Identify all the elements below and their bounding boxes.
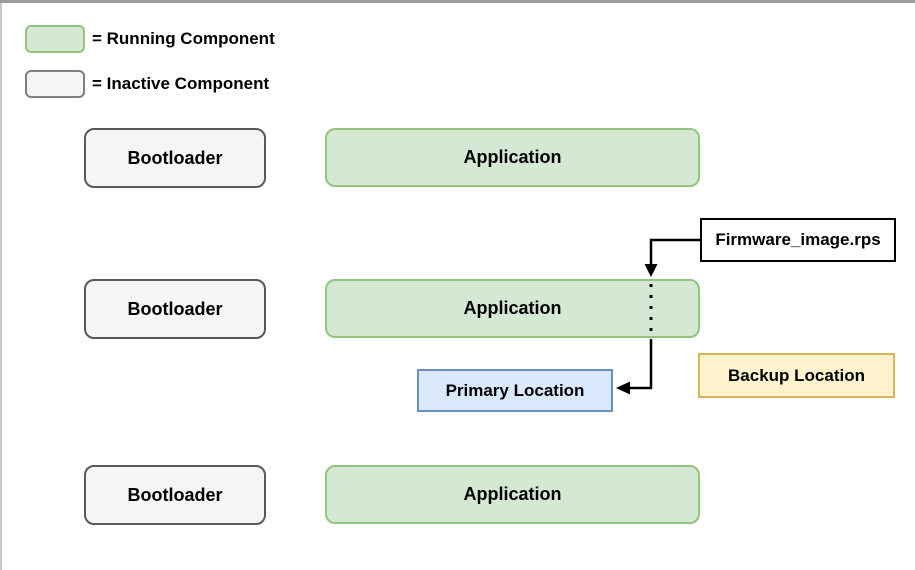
legend-inactive-label: = Inactive Component bbox=[92, 74, 270, 93]
application-box-row3: Application bbox=[325, 465, 700, 524]
application-to-primary-connector bbox=[629, 339, 653, 390]
bootloader-box-row3: Bootloader bbox=[84, 465, 266, 525]
legend-running-label: = Running Component bbox=[92, 29, 275, 48]
application-box-row1: Application bbox=[325, 128, 700, 187]
bootloader-box-row2: Bootloader bbox=[84, 279, 266, 339]
left-arrowhead-icon bbox=[616, 381, 630, 395]
down-arrowhead-icon bbox=[644, 264, 658, 277]
legend-running-swatch bbox=[25, 25, 85, 53]
bootloader-box-row1: Bootloader bbox=[84, 128, 266, 188]
application-box-row2: Application bbox=[325, 279, 700, 338]
backup-location-box: Backup Location bbox=[698, 353, 895, 398]
firmware-to-application-connector bbox=[649, 238, 700, 265]
primary-location-box: Primary Location bbox=[417, 369, 613, 412]
left-border-line bbox=[0, 3, 2, 570]
firmware-image-box: Firmware_image.rps bbox=[700, 218, 896, 262]
legend-inactive-swatch bbox=[25, 70, 85, 98]
top-border-line bbox=[0, 0, 915, 3]
